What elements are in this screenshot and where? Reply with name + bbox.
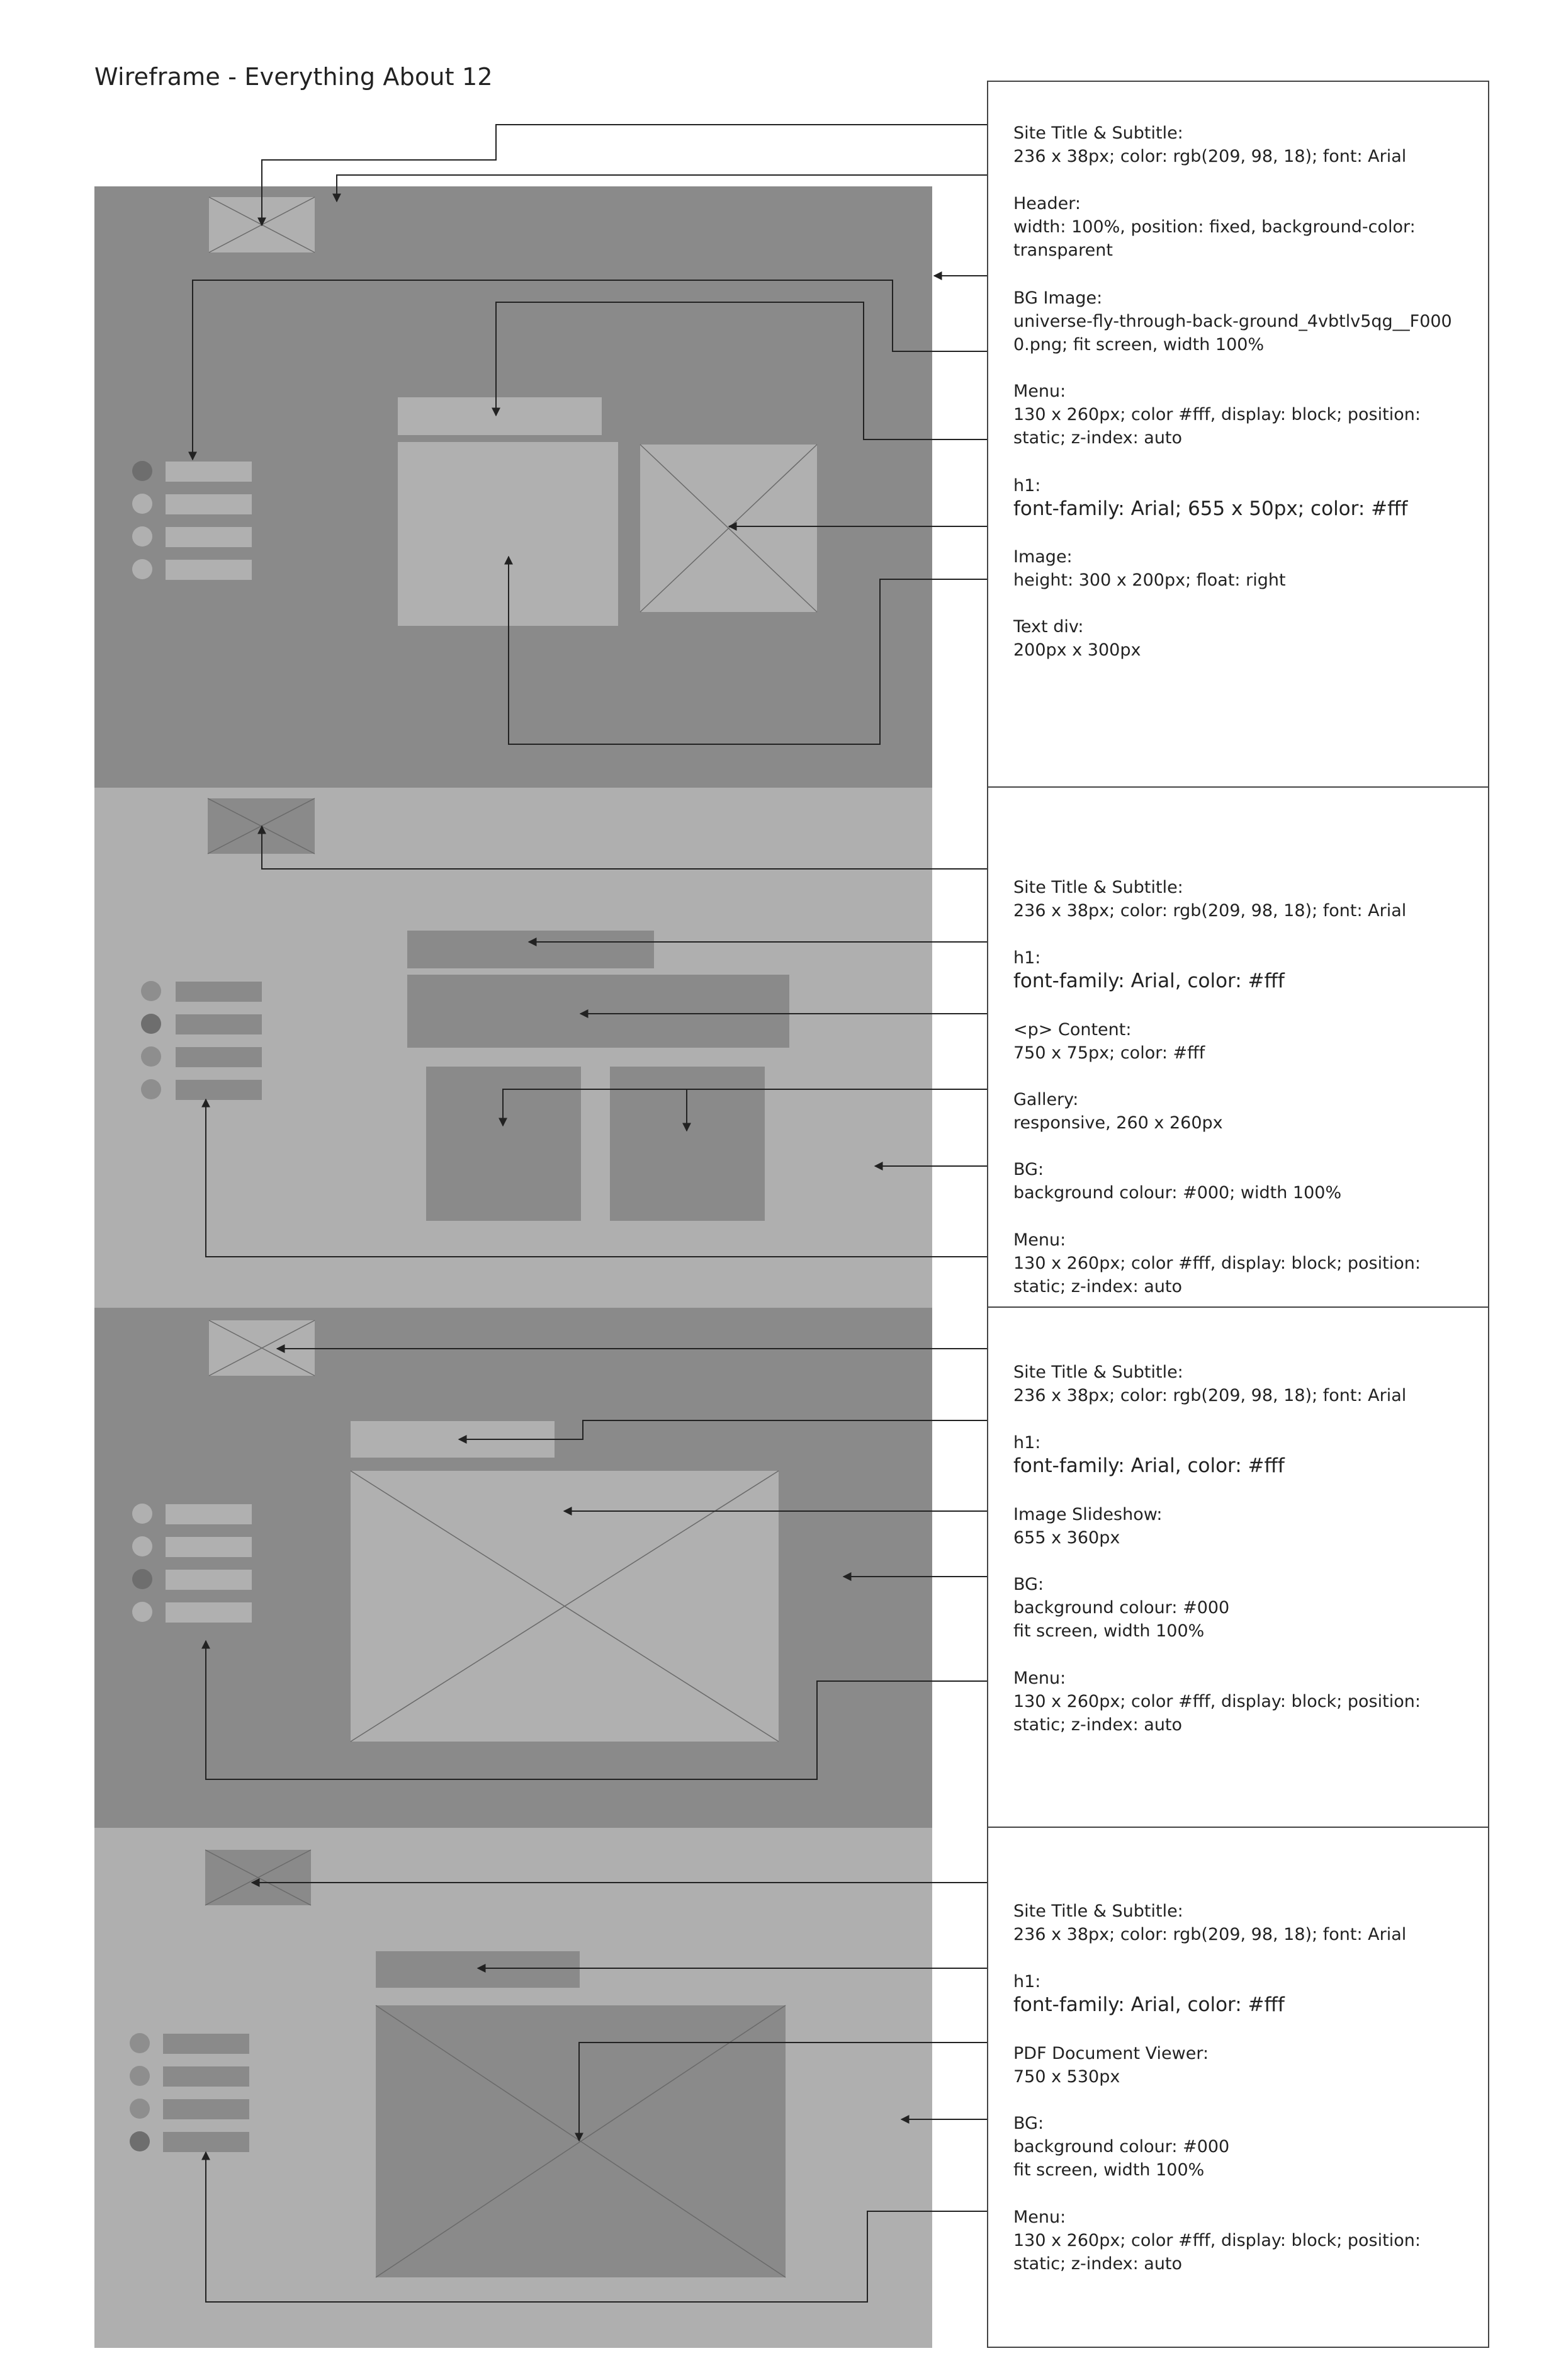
menu-dot: [132, 1569, 152, 1589]
paragraph-placeholder: [407, 975, 789, 1048]
menu-item-bar: [163, 2132, 249, 2152]
menu-item-bar: [176, 1047, 262, 1067]
menu-dot: [132, 1536, 152, 1556]
site-title-cross: [205, 1849, 312, 1906]
annotation-image: Image:height: 300 x 200px; float: right: [1013, 547, 1286, 590]
annotation-text-div: Text div:200px x 300px: [1013, 617, 1141, 660]
arrow-site-title: [257, 825, 987, 870]
annotation-panel: [987, 1308, 1489, 1828]
annotation-site-title: Site Title & Subtitle:236 x 38px; color:…: [1013, 1363, 1407, 1405]
annotation-pdf-viewer: PDF Document Viewer:750 x 530px: [1013, 2044, 1209, 2087]
annotation-paragraph: <p> Content:750 x 75px; color: #fff: [1013, 1020, 1205, 1063]
placeholder-crosses: [205, 196, 818, 2278]
arrow-h1: [458, 1420, 987, 1444]
annotation-h1: h1:font-family: Arial; 655 x 50px; color…: [1013, 476, 1408, 520]
annotation-bg: BG:background colour: #000 fit screen, w…: [1013, 2114, 1230, 2180]
menu-dot: [132, 559, 152, 579]
menu-dot: [141, 1079, 161, 1099]
menu-item-bar: [166, 1504, 252, 1524]
menu-item-bar: [166, 462, 252, 482]
annotation-h1: h1:font-family: Arial, color: #fff: [1013, 948, 1285, 992]
menu-item-bar: [166, 1602, 252, 1623]
menu-item-bar: [176, 982, 262, 1002]
menu-dot: [132, 526, 152, 547]
menu-dot: [130, 2033, 150, 2053]
menu-item-bar: [166, 1570, 252, 1590]
annotation-site-title: Site Title & Subtitle:236 x 38px; color:…: [1013, 123, 1407, 166]
menu-dot: [130, 2099, 150, 2119]
h1-placeholder: [407, 931, 654, 968]
annotation-h1: h1:font-family: Arial, color: #fff: [1013, 1433, 1285, 1477]
menu-dot: [132, 494, 152, 514]
menu-dot: [130, 2131, 150, 2151]
arrow-text-div: [504, 555, 987, 745]
image-cross: [640, 444, 818, 613]
annotation-panel: [987, 788, 1489, 1308]
arrow-menu: [188, 280, 987, 461]
menu-dot: [132, 1504, 152, 1524]
arrow-menu: [201, 2151, 987, 2303]
arrow-site-title: [257, 124, 987, 227]
menu-item-bar: [163, 2034, 249, 2054]
annotation-header: Header:width: 100%, position: fixed, bac…: [1013, 194, 1416, 260]
arrow-pdf-viewer: [575, 2042, 987, 2142]
menu-dot: [130, 2066, 150, 2086]
menu-dot: [141, 1014, 161, 1034]
annotation-bg: BG:background colour: #000; width 100%: [1013, 1160, 1342, 1203]
menu-item-bar: [166, 560, 252, 580]
arrow-header: [332, 174, 987, 203]
menu-item-bar: [176, 1014, 262, 1034]
menu-item-bar: [163, 2099, 249, 2119]
annotation-panel: [987, 81, 1489, 788]
leader-arrows: [188, 124, 987, 2303]
menu-item-bar: [163, 2066, 249, 2087]
menu-dot: [141, 1046, 161, 1067]
menu-item-bar: [166, 527, 252, 547]
menu-item-bar: [166, 1537, 252, 1557]
annotation-panel: [987, 1828, 1489, 2348]
page-title: Wireframe - Everything About 12: [94, 63, 493, 91]
menu-dot: [132, 1602, 152, 1622]
annotation-menu: Menu:130 x 260px; color #fff, display: b…: [1013, 382, 1421, 448]
menu-item-bar: [176, 1080, 262, 1100]
annotation-site-title: Site Title & Subtitle:236 x 38px; color:…: [1013, 1901, 1407, 1944]
menu-dot: [141, 981, 161, 1001]
annotation-menu: Menu:130 x 260px; color #fff, display: b…: [1013, 2207, 1421, 2274]
annotation-bg: BG:background colour: #000 fit screen, w…: [1013, 1575, 1230, 1641]
arrow-menu: [201, 1098, 987, 1257]
annotation-menu: Menu:130 x 260px; color #fff, display: b…: [1013, 1669, 1421, 1735]
annotation-gallery: Gallery:responsive, 260 x 260px: [1013, 1090, 1223, 1133]
annotation-site-title: Site Title & Subtitle:236 x 38px; color:…: [1013, 878, 1407, 921]
pdf-viewer-cross: [375, 2005, 786, 2278]
annotation-menu: Menu:130 x 260px; color #fff, display: b…: [1013, 1230, 1421, 1296]
slideshow-cross: [350, 1470, 779, 1742]
arrow-h1: [492, 302, 987, 440]
annotation-h1: h1:font-family: Arial, color: #fff: [1013, 1972, 1285, 2016]
menu-dot: [132, 461, 152, 481]
arrow-gallery: [499, 1089, 987, 1127]
annotation-image-slideshow: Image Slideshow:655 x 360px: [1013, 1505, 1163, 1548]
arrow-menu: [201, 1640, 987, 1780]
menu-item-bar: [166, 494, 252, 514]
site-title-cross: [208, 1320, 315, 1376]
annotation-bg-image: BG Image:universe-fly-through-back-groun…: [1013, 288, 1452, 354]
